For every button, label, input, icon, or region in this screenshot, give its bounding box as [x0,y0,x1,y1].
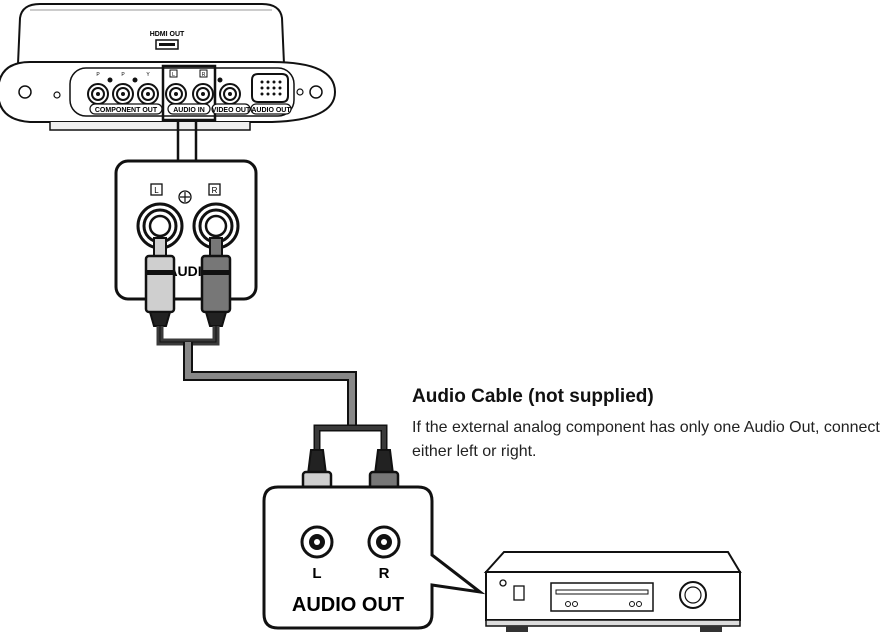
audio-in-label: AUDIO IN [173,107,205,114]
video-out-label: VIDEO OUT [212,107,251,114]
component-jack-letter: Y [146,72,150,78]
player-device: HDMI OUT P P Y [0,3,337,131]
cable-plug-left-top [144,237,176,327]
hdmi-out-port: HDMI OUT [150,31,185,50]
audio-cable [156,326,388,460]
cable-caption-description: If the external analog component has onl… [412,419,880,460]
external-right-label: R [379,565,390,582]
cable-plug-right-top [200,237,232,327]
external-output-label: AUDIO OUT [292,594,404,616]
component-jack-letter: P [121,72,125,78]
hdmi-out-label: HDMI OUT [150,31,185,38]
external-left-label: L [312,565,321,582]
audio-out-port-label: AUDIO OUT [251,107,291,114]
zoom-left-marker: L [154,186,159,195]
zoom-right-marker: R [212,186,218,195]
external-left-jack [300,525,334,559]
component-out-label: COMPONENT OUT [95,107,158,114]
zoom-right-jack [192,202,240,250]
video-out-jack: VIDEO OUT [211,77,251,115]
audio-in-jack-letter: L [172,72,175,78]
external-component-device [483,551,742,632]
audio-in-jack-letter: R [202,72,206,78]
component-out-jacks: P P Y COMPONENT OUT [87,72,163,115]
zoom-left-jack [136,202,184,250]
audio-in-jacks: L R AUDIO IN [161,64,217,122]
audio-in-zoom-panel: L R AUDIO [114,159,258,301]
cable-caption-title: Audio Cable (not supplied) [412,386,654,407]
component-jack-letter: P [96,72,100,78]
external-right-jack [367,525,401,559]
audio-out-port: AUDIO OUT [250,73,292,115]
external-audio-out-panel: L R AUDIO OUT [262,485,486,630]
